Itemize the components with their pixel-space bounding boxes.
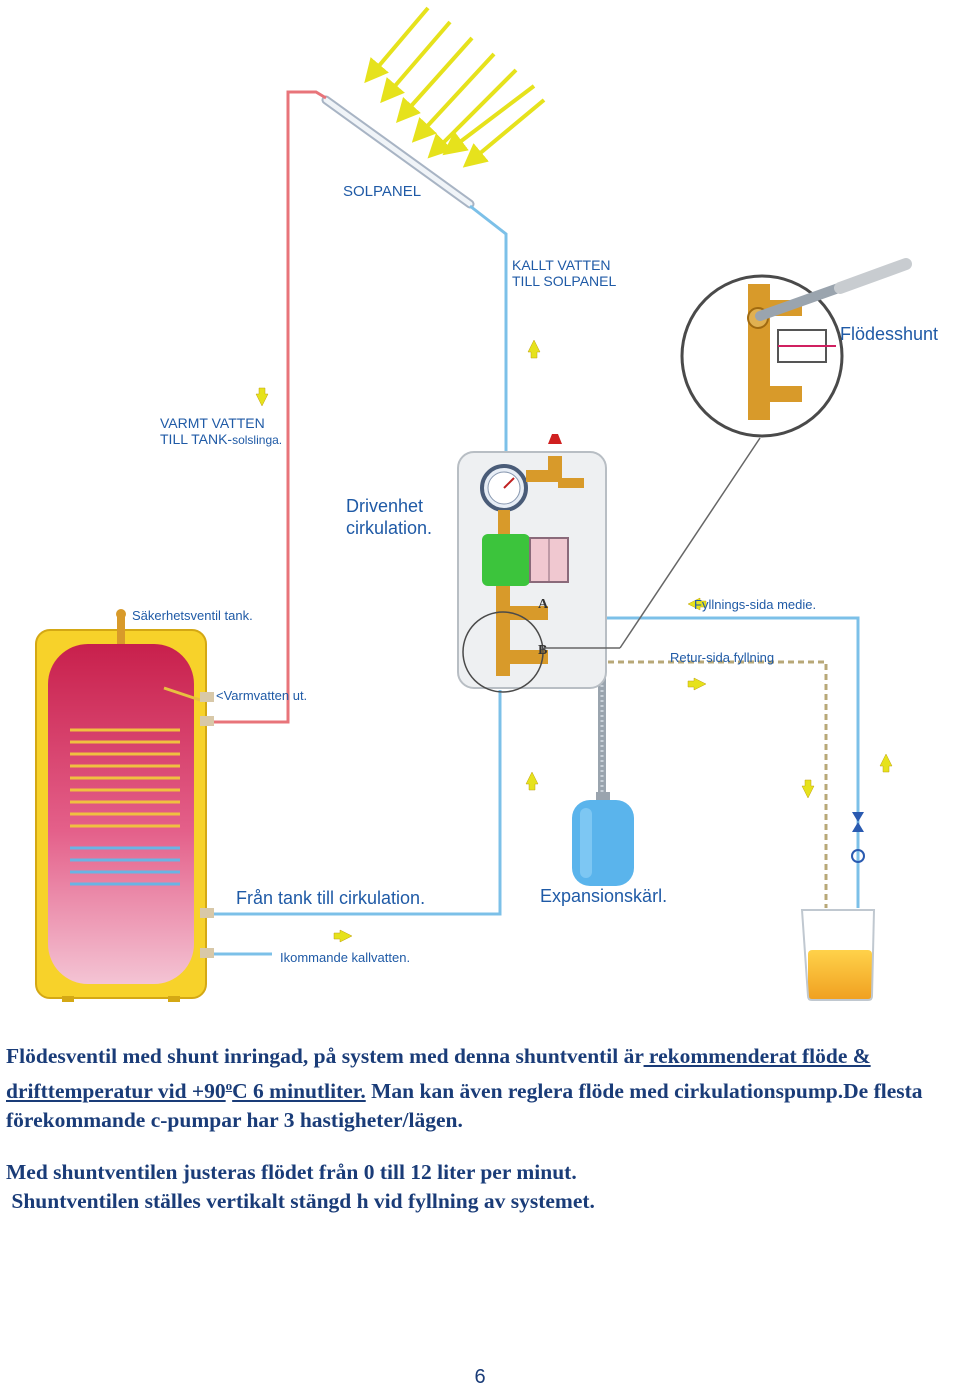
coil-hot bbox=[70, 728, 180, 828]
expansion-vessel bbox=[572, 792, 634, 886]
beaker bbox=[800, 909, 876, 1001]
label-fyllnings-sida: Fyllnings-sida medie. bbox=[694, 597, 816, 612]
flow-arrows bbox=[255, 339, 893, 943]
pump-station: A B bbox=[457, 434, 607, 693]
label-till-solpanel: TILL SOLPANEL bbox=[512, 273, 616, 289]
label-flodesshunt: Flödesshunt bbox=[840, 324, 938, 344]
label-kallt-vatten: KALLT VATTEN bbox=[512, 257, 611, 273]
solar-panel bbox=[321, 95, 475, 209]
return-pipe bbox=[212, 690, 502, 916]
label-drivenhet: Drivenhet bbox=[346, 496, 423, 516]
paragraph-2: Med shuntventilen justeras flödet från 0… bbox=[6, 1160, 595, 1213]
label-fran-tank: Från tank till cirkulation. bbox=[236, 888, 425, 908]
return-fill-line bbox=[548, 660, 828, 908]
label-solpanel: SOLPANEL bbox=[343, 183, 421, 200]
label-expansionskarl: Expansionskärl. bbox=[540, 886, 667, 906]
solar-heating-diagram: A B bbox=[35, 6, 938, 1002]
label-till-tank: TILL TANK-solslinga. bbox=[160, 431, 282, 447]
sun-rays bbox=[364, 6, 546, 168]
label-sakerhetsventil: Säkerhetsventil tank. bbox=[132, 608, 253, 623]
label-varmt-vatten: VARMT VATTEN bbox=[160, 415, 265, 431]
flodesshunt-zoom bbox=[680, 258, 912, 438]
fill-side-pipe bbox=[548, 616, 860, 908]
marker-b: B bbox=[538, 643, 547, 658]
label-retur-sida: Retur-sida fyllning bbox=[670, 650, 774, 665]
label-varmvatten-ut: <Varmvatten ut. bbox=[216, 688, 307, 703]
hot-pipe bbox=[212, 90, 327, 724]
cold-pipe-to-panel bbox=[469, 204, 508, 460]
coil-cold bbox=[70, 846, 180, 886]
fill-valves bbox=[851, 812, 865, 863]
page-number: 6 bbox=[474, 1366, 486, 1388]
callout-lines bbox=[544, 437, 761, 649]
label-cirkulation: cirkulation. bbox=[346, 518, 432, 538]
water-tank bbox=[35, 609, 214, 1002]
label-ikommande-kallvatten: Ikommande kallvatten. bbox=[280, 950, 410, 965]
paragraph-1: Flödesventil med shunt inringad, på syst… bbox=[6, 1044, 923, 1133]
marker-a: A bbox=[538, 597, 549, 612]
